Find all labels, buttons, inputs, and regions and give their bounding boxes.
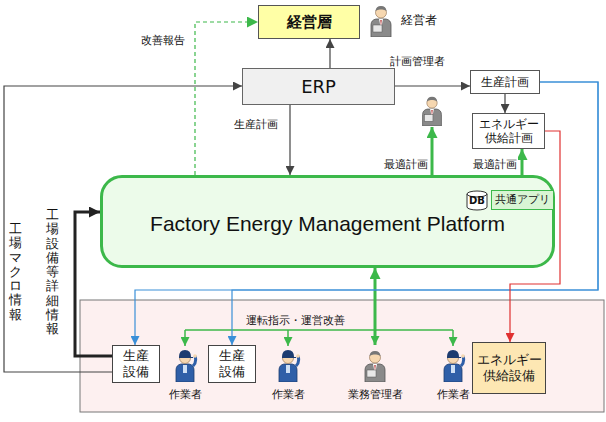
database-cylinder: DB — [466, 190, 488, 211]
flow-label: 工場設備等詳細情報 — [46, 208, 59, 337]
flow-label: 工場マクロ情報 — [9, 222, 22, 322]
instruction-drop — [287, 330, 289, 346]
flow-label: 運転指示・運営改善 — [246, 313, 345, 328]
node-text: エネルギー供給設備 — [476, 352, 542, 383]
erp-box: ERP — [242, 68, 395, 105]
worker-icon — [444, 350, 465, 382]
connector — [395, 85, 470, 86]
connector-label: 最適計画 — [472, 157, 518, 172]
factory-floor-band — [80, 300, 604, 412]
plan-box: 生産計画 — [470, 70, 540, 94]
connector-label: 改善報告 — [140, 33, 186, 48]
executive-box: 経営層 — [258, 5, 360, 39]
instruction-drop — [184, 330, 186, 346]
planner-icon — [423, 97, 442, 126]
role-label: 業務管理者 — [340, 387, 410, 402]
instruction-drop — [452, 330, 454, 346]
role-label: 経営者 — [401, 12, 437, 29]
worker-icon — [176, 350, 197, 382]
node-text: ERP — [301, 76, 336, 98]
role-label: 計画管理者 — [390, 54, 445, 69]
node-text: 生産設備 — [217, 348, 247, 379]
instruction-bus — [185, 329, 453, 331]
node-text: 経営層 — [287, 13, 332, 31]
connector — [521, 149, 524, 175]
role-label: 作業者 — [418, 387, 488, 402]
platform-box: Factory Energy Management Platform DB 共通アプ… — [100, 175, 555, 268]
optimal-plan-arrow — [431, 127, 434, 175]
supply-equipment-box: エネルギー供給設備 — [472, 342, 546, 394]
node-text: 共通アプリ — [495, 193, 550, 206]
equipment-box: 生産設備 — [112, 345, 160, 383]
node-text: エネルギー供給計画 — [476, 117, 541, 146]
connector-label: 生産計画 — [233, 117, 279, 132]
role-label: 作業者 — [253, 387, 323, 402]
instruction-trunk — [374, 268, 377, 345]
executive-icon — [371, 6, 391, 37]
connector — [329, 39, 330, 68]
supervisor-icon — [365, 351, 385, 382]
node-text: DB — [469, 195, 485, 207]
role-label: 作業者 — [150, 387, 220, 402]
common-app-box: 共通アプリ — [491, 190, 554, 210]
connector — [289, 105, 290, 175]
connector — [504, 94, 505, 113]
node-text: 生産計画 — [481, 75, 529, 89]
worker-icon — [279, 350, 300, 382]
flow-label: 最適計画 — [384, 157, 428, 172]
platform-title: Factory Energy Management Platform — [103, 211, 552, 236]
plan-box: エネルギー供給計画 — [472, 113, 545, 149]
equipment-box: 生産設備 — [208, 345, 256, 383]
node-text: 生産設備 — [121, 348, 151, 379]
